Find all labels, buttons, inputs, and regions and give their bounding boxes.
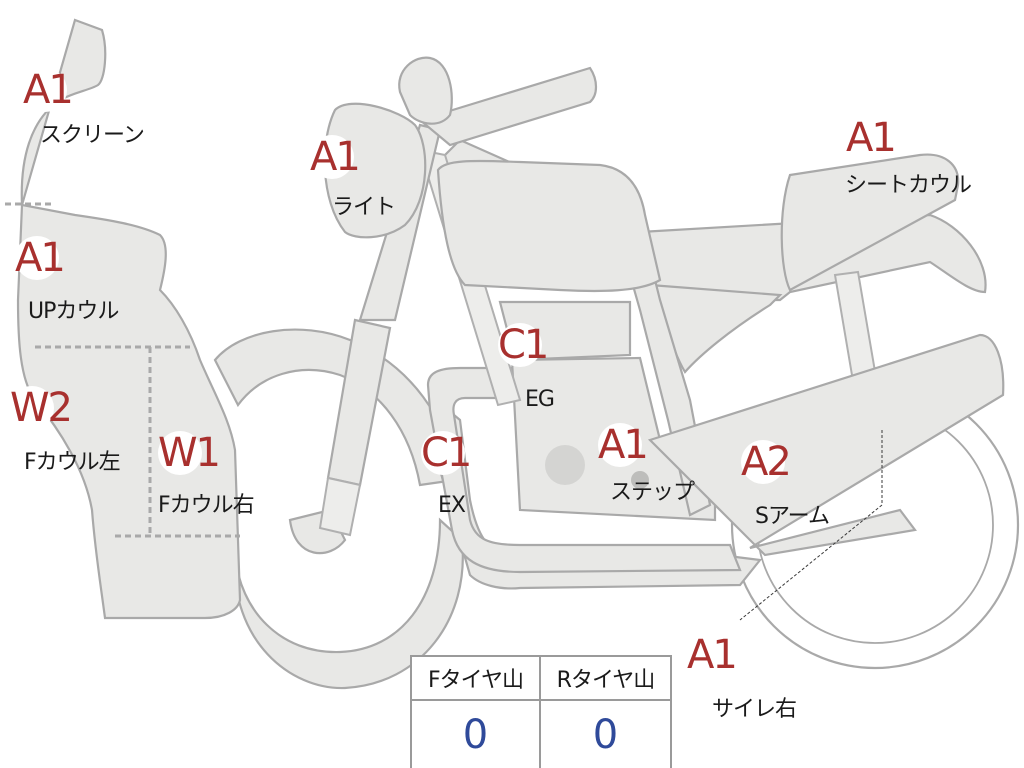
grade-f-cowl-left: W2	[10, 385, 73, 431]
grade-f-cowl-right: W1	[158, 430, 221, 476]
grade-up-cowl: A1	[15, 235, 66, 281]
grade-silencer-right: A1	[687, 632, 738, 678]
label-f-cowl-left: Fカウル左	[24, 450, 121, 475]
label-s-arm: Sアーム	[755, 504, 830, 529]
label-screen: スクリーン	[40, 123, 145, 148]
seat-cowl-shape	[780, 153, 960, 292]
rear-tire-tread-header: Rタイヤ山	[541, 657, 670, 701]
label-seat-cowl: シートカウル	[845, 173, 972, 198]
silencer-leader-line	[739, 430, 883, 621]
label-silencer-right: サイレ右	[712, 697, 797, 722]
label-eg: EG	[525, 387, 555, 412]
grade-step: A1	[598, 422, 649, 468]
front-tire-tread-value: 0	[412, 701, 541, 768]
handlebar	[417, 66, 598, 147]
fork-bottom	[318, 476, 362, 537]
grade-s-arm: A2	[741, 439, 792, 485]
label-f-cowl-right: Fカウル右	[158, 493, 255, 518]
grade-seat-cowl: A1	[846, 115, 897, 161]
mirror	[398, 56, 453, 125]
swing-arm	[647, 333, 1005, 557]
tire-tread-table: Fタイヤ山 Rタイヤ山 0 0	[410, 655, 672, 768]
fuel-tank	[436, 159, 662, 293]
grade-ex: C1	[421, 430, 472, 476]
label-ex: EX	[438, 493, 466, 518]
exhaust-pipe	[426, 366, 742, 574]
label-step: ステップ	[610, 480, 695, 505]
grade-light: A1	[310, 134, 361, 180]
rear-tire-tread-value: 0	[592, 711, 619, 758]
front-tire-tread-header: Fタイヤ山	[412, 657, 541, 701]
label-up-cowl: UPカウル	[28, 299, 119, 324]
grade-eg: C1	[498, 322, 549, 368]
grade-screen: A1	[23, 67, 74, 113]
label-light: ライト	[332, 195, 396, 220]
